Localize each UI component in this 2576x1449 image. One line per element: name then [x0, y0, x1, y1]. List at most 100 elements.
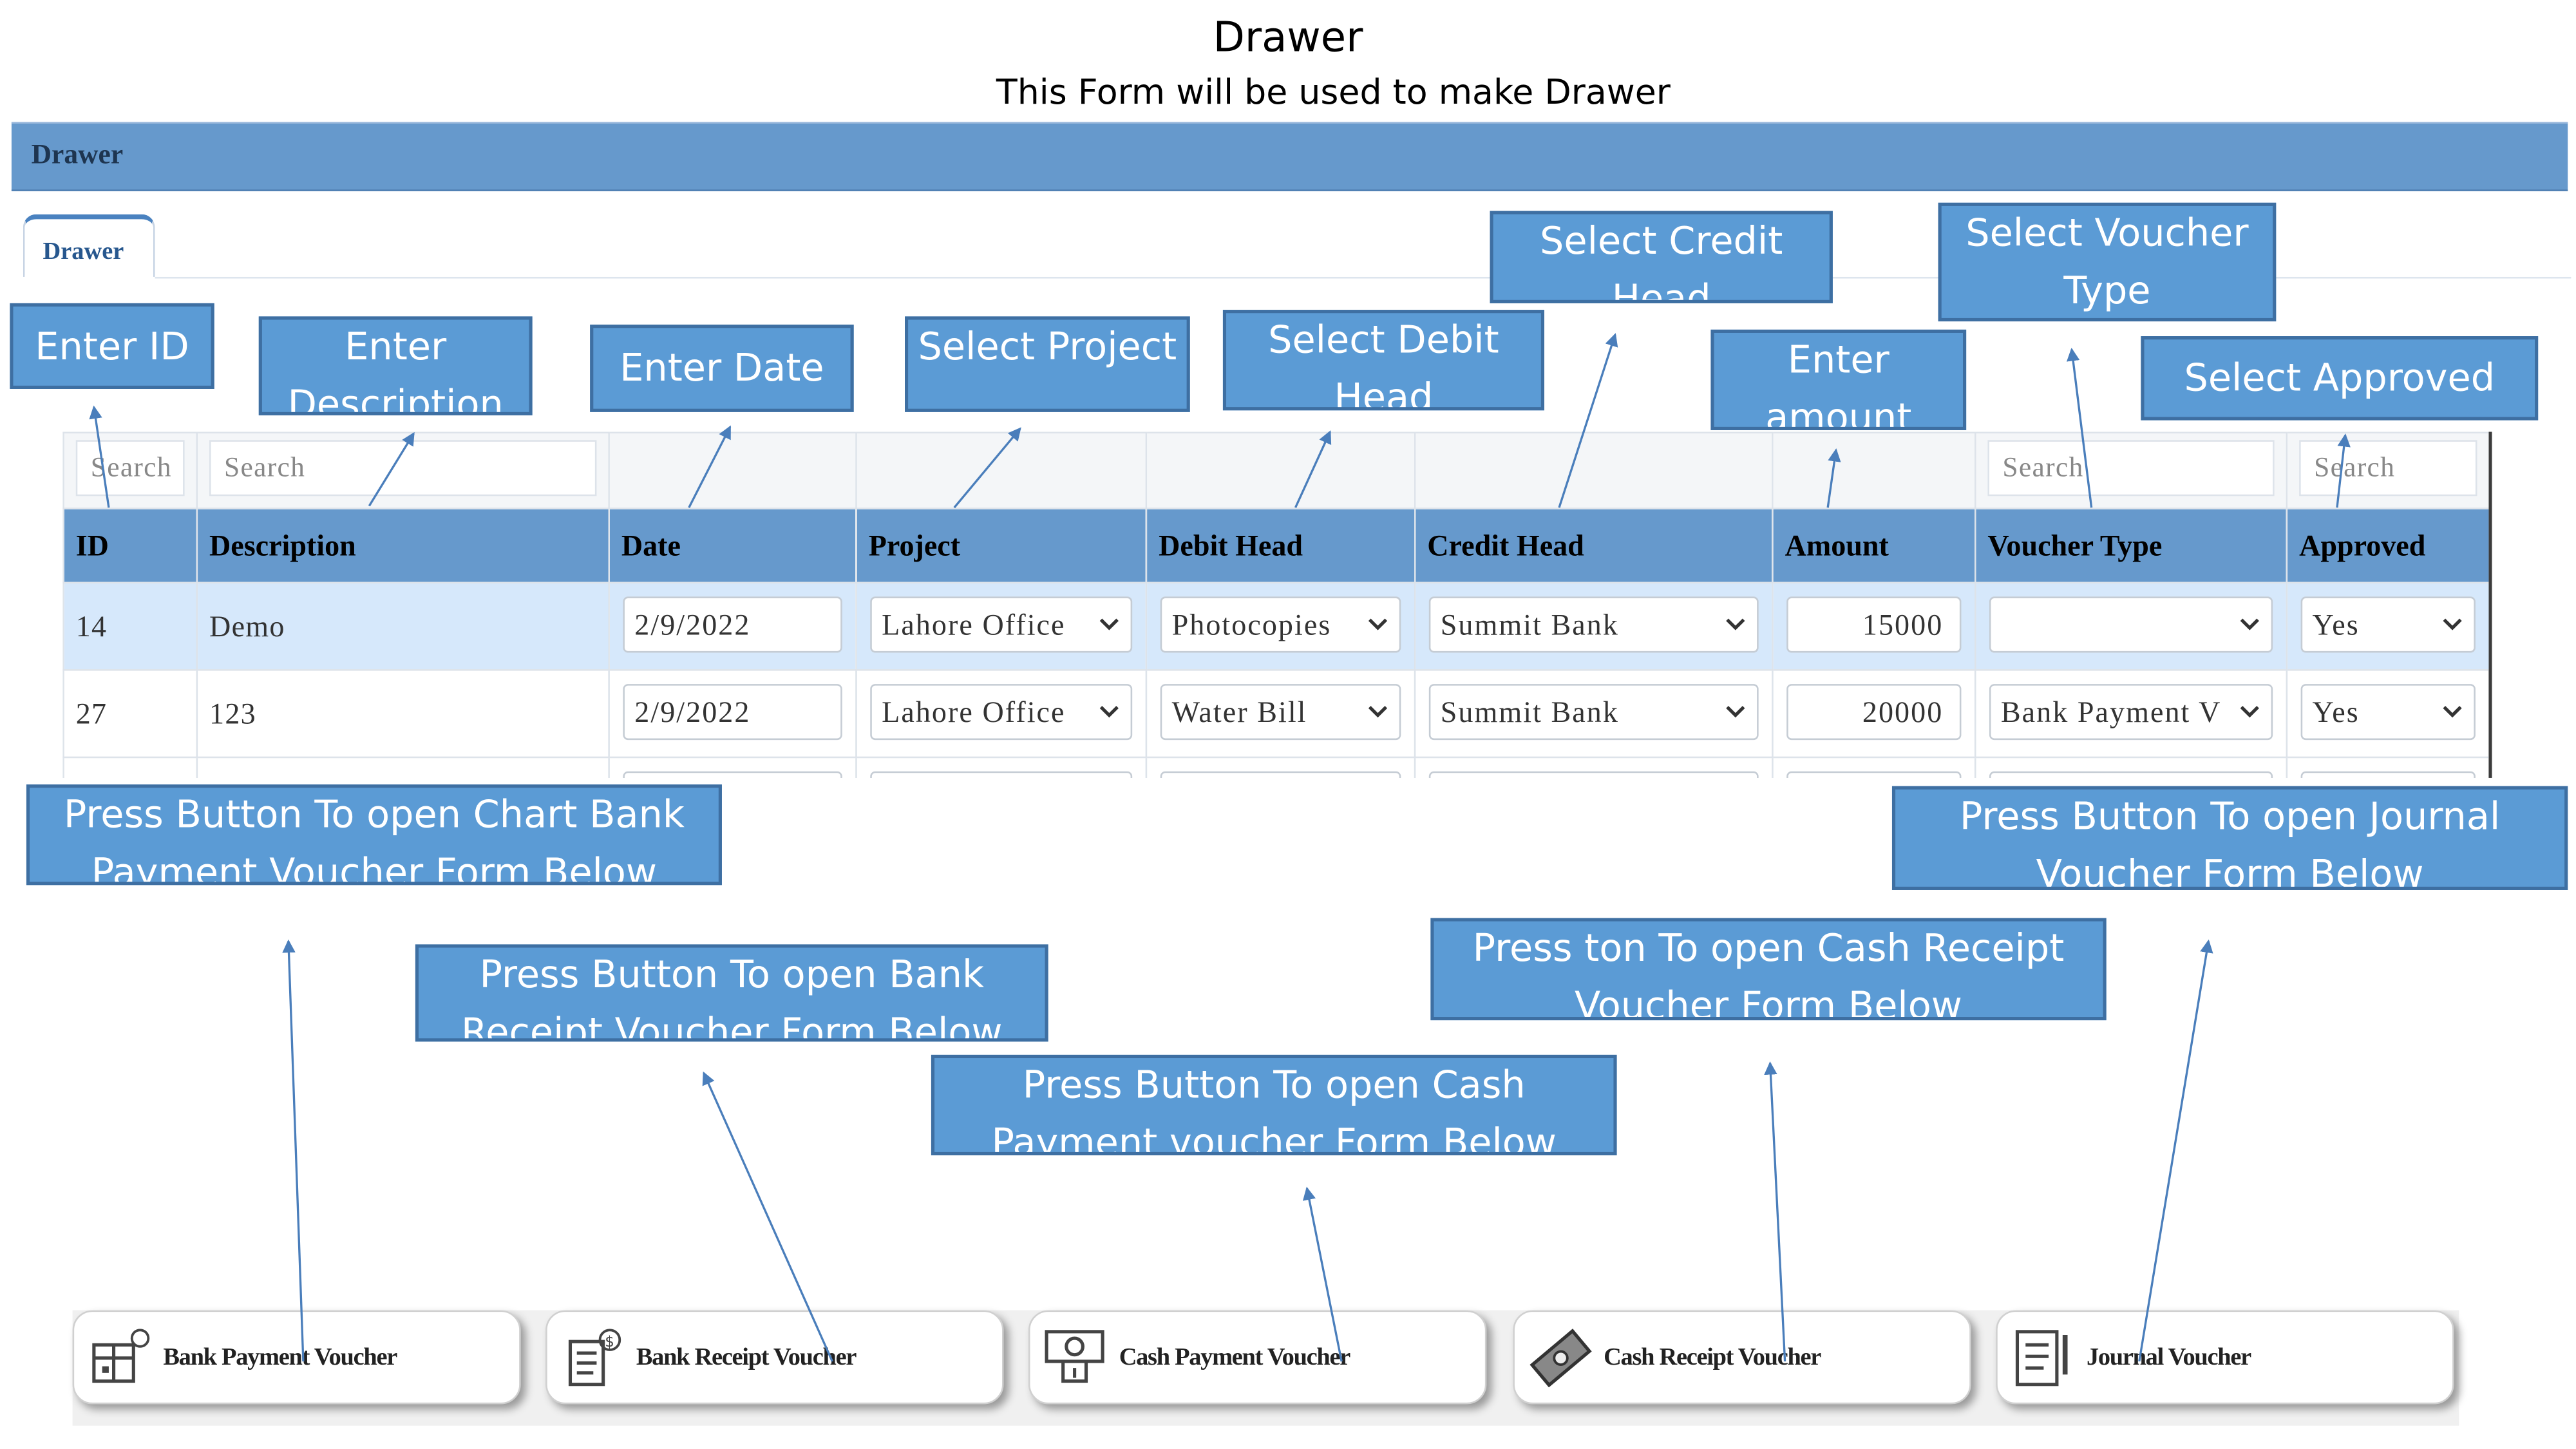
filter-row: Search Search Search Search: [62, 431, 2489, 509]
project-select[interactable]: [870, 771, 1133, 778]
callout-bank-receipt: Press Button To open Bank Receipt Vouche…: [415, 944, 1048, 1042]
debit-head-value: Photocopies: [1171, 608, 1332, 641]
bank-payment-voucher-label: Bank Payment Voucher: [163, 1345, 397, 1372]
project-value: Lahore Office: [882, 695, 1066, 729]
credit-head-value: Summit Bank: [1440, 695, 1619, 729]
date-input[interactable]: [623, 771, 842, 778]
approved-select[interactable]: Yes: [2300, 684, 2476, 741]
cash-payment-icon: [1045, 1330, 1104, 1383]
project-value: Lahore Office: [882, 608, 1066, 641]
column-header-debit-head[interactable]: Debit Head: [1145, 507, 1416, 583]
column-header-project[interactable]: Project: [855, 507, 1148, 583]
svg-text:$: $: [605, 1334, 614, 1350]
credit-head-value: Summit Bank: [1440, 608, 1619, 641]
callout-enter-id: Enter ID: [10, 303, 214, 389]
cash-receipt-icon: [1530, 1329, 1592, 1388]
voucher-type-select[interactable]: [1989, 771, 2273, 778]
amount-input[interactable]: 15000: [1786, 596, 1962, 653]
cell-description: 123: [196, 669, 610, 759]
column-header-voucher-type[interactable]: Voucher Type: [1974, 507, 2288, 583]
chevron-down-icon: [2443, 618, 2462, 630]
page-subtitle: This Form will be used to make Drawer: [996, 72, 1671, 113]
callout-select-credit-head: Select Credit Head: [1490, 211, 1833, 303]
callout-cash-receipt: Press ton To open Cash Receipt Voucher F…: [1430, 918, 2107, 1021]
credit-head-select[interactable]: Summit Bank: [1428, 596, 1759, 653]
tab-label: Drawer: [43, 239, 124, 266]
cell-description: Demo: [196, 582, 610, 671]
bank-receipt-voucher-label: Bank Receipt Voucher: [636, 1345, 857, 1372]
callout-select-voucher-type: Select Voucher Type: [1938, 202, 2277, 322]
credit-head-select[interactable]: [1428, 771, 1759, 778]
approved-value: Yes: [2312, 695, 2360, 729]
callout-select-debit-head: Select Debit Head: [1222, 310, 1544, 411]
cash-payment-voucher-button[interactable]: Cash Payment Voucher: [1028, 1310, 1487, 1405]
debit-head-select[interactable]: Photocopies: [1160, 596, 1401, 653]
journal-voucher-label: Journal Voucher: [2086, 1345, 2251, 1372]
project-select[interactable]: Lahore Office: [870, 596, 1133, 653]
approved-select[interactable]: Yes: [2300, 596, 2476, 653]
callout-journal: Press Button To open Journal Voucher For…: [1891, 786, 2568, 890]
tab-drawer[interactable]: Drawer: [23, 214, 155, 277]
journal-icon: [2015, 1330, 2068, 1387]
amount-input[interactable]: 20000: [1786, 684, 1962, 741]
bank-payment-voucher-button[interactable]: Bank Payment Voucher: [72, 1310, 521, 1405]
voucher-type-select[interactable]: Bank Payment V: [1989, 684, 2273, 741]
tab-divider: [155, 276, 2571, 279]
callout-cash-payment: Press Button To open Cash Payment vouche…: [931, 1054, 1617, 1155]
chevron-down-icon: [1726, 618, 1745, 630]
approved-search-input[interactable]: Search: [2299, 440, 2477, 497]
credit-head-select[interactable]: Summit Bank: [1428, 684, 1759, 741]
debit-head-value: Water Bill: [1171, 695, 1307, 729]
callout-enter-date: Enter Date: [590, 325, 854, 412]
chevron-down-icon: [1368, 618, 1388, 630]
date-input[interactable]: 2/9/2022: [623, 684, 842, 741]
column-header-description[interactable]: Description: [196, 507, 610, 583]
cell-id: 14: [62, 582, 198, 671]
chevron-down-icon: [2443, 706, 2462, 718]
table-row[interactable]: [62, 756, 2489, 778]
window-header-bar: Drawer: [11, 122, 2568, 191]
callout-enter-description: Enter Description: [258, 316, 533, 415]
window-title: Drawer: [31, 138, 124, 170]
callout-enter-amount: Enter amount: [1710, 329, 1967, 430]
chevron-down-icon: [2240, 706, 2259, 718]
journal-voucher-button[interactable]: Journal Voucher: [1996, 1310, 2454, 1405]
voucher-type-value: Bank Payment V: [2000, 695, 2222, 729]
arrow-bank-payment: [282, 939, 305, 1361]
column-header-id[interactable]: ID: [62, 507, 198, 583]
table-row[interactable]: 14 Demo 2/9/2022 Lahore Office Photocopi…: [62, 582, 2489, 671]
project-select[interactable]: Lahore Office: [870, 684, 1133, 741]
chevron-down-icon: [1726, 706, 1745, 718]
column-header-date[interactable]: Date: [608, 507, 857, 583]
drawer-grid: Search Search Search Search ID Descripti…: [62, 431, 2492, 778]
approved-select[interactable]: [2300, 771, 2476, 778]
debit-head-select[interactable]: [1160, 771, 1401, 778]
id-search-input[interactable]: Search: [75, 440, 185, 497]
callout-select-project: Select Project: [905, 316, 1190, 412]
page-title: Drawer: [1213, 13, 1363, 61]
callout-select-approved: Select Approved: [2141, 336, 2539, 421]
voucher-type-select[interactable]: [1989, 596, 2273, 653]
arrow-journal: [2138, 939, 2213, 1362]
debit-head-select[interactable]: Water Bill: [1160, 684, 1401, 741]
callout-chart-bank-payment: Press Button To open Chart Bank Payment …: [26, 784, 722, 886]
column-header-credit-head[interactable]: Credit Head: [1414, 507, 1774, 583]
chevron-down-icon: [1099, 618, 1119, 630]
chevron-down-icon: [2240, 618, 2259, 630]
table-row[interactable]: 27 123 2/9/2022 Lahore Office Water Bill…: [62, 669, 2489, 759]
amount-input[interactable]: [1786, 771, 1962, 778]
date-input[interactable]: 2/9/2022: [623, 596, 842, 653]
cell-id: 27: [62, 669, 198, 759]
description-search-input[interactable]: Search: [209, 440, 597, 497]
bank-payment-icon: [92, 1329, 150, 1383]
cash-receipt-voucher-button[interactable]: Cash Receipt Voucher: [1513, 1310, 1971, 1405]
voucher-type-search-input[interactable]: Search: [1987, 440, 2275, 497]
column-header-row: ID Description Date Project Debit Head C…: [62, 507, 2489, 583]
column-header-approved[interactable]: Approved: [2286, 507, 2489, 583]
bank-receipt-voucher-button[interactable]: $ Bank Receipt Voucher: [545, 1310, 1004, 1405]
approved-value: Yes: [2312, 608, 2360, 641]
cash-payment-voucher-label: Cash Payment Voucher: [1119, 1345, 1351, 1372]
column-header-amount[interactable]: Amount: [1772, 507, 1976, 583]
bank-receipt-icon: $: [568, 1329, 621, 1387]
